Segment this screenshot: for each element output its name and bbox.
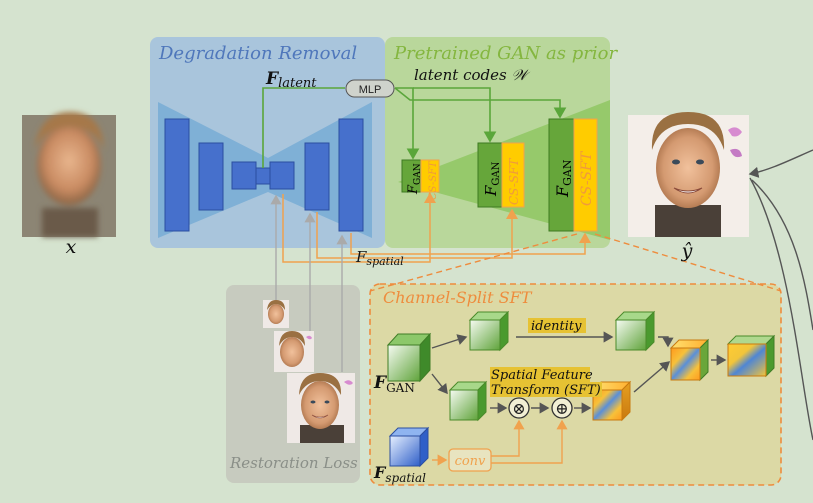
identity-to-concat-arrow bbox=[658, 336, 674, 348]
identity-label-highlight bbox=[528, 318, 586, 333]
input-face-image bbox=[22, 112, 116, 237]
sft-split-cube bbox=[448, 380, 488, 422]
concat-cube-2 bbox=[726, 334, 776, 378]
spatial-arrow-1 bbox=[282, 192, 436, 263]
unet-encoder-block-2 bbox=[198, 142, 224, 211]
mlp-to-block-3-arrow bbox=[394, 87, 567, 119]
mlp-to-block-2-arrow bbox=[413, 87, 497, 143]
cs-sft-block-2 bbox=[501, 142, 525, 208]
sft-label-line-2: Transform (SFT) bbox=[491, 383, 601, 398]
mlp-label: MLP bbox=[359, 84, 382, 96]
loss-feedback-arrow-2 bbox=[749, 177, 813, 441]
spatial-arrow-3 bbox=[350, 232, 591, 255]
f-latent-label: Flatent bbox=[265, 69, 317, 91]
output-face-image bbox=[628, 112, 749, 237]
sft-label-highlight-2 bbox=[490, 382, 602, 397]
sft-label-line-1: Spatial Feature bbox=[491, 368, 593, 383]
identity-output-cube bbox=[614, 310, 656, 352]
conv-to-add-arrow bbox=[491, 419, 568, 464]
spatial-arrow-2 bbox=[316, 208, 518, 259]
gan-block-3-label: FGAN bbox=[553, 159, 574, 198]
conv-to-multiply-arrow bbox=[491, 419, 525, 457]
loss-face-small bbox=[263, 300, 289, 328]
unet-encoder-block-3 bbox=[231, 161, 257, 190]
f-spatial-label: Fspatial bbox=[355, 248, 404, 268]
restoration-loss-title: Restoration Loss bbox=[229, 454, 358, 472]
sft-label-highlight-1 bbox=[490, 367, 590, 382]
unet-decoder-block-3 bbox=[338, 118, 364, 232]
cs-sft-label-2: CS-SFT bbox=[507, 158, 521, 205]
cs-sft-block-1 bbox=[420, 159, 440, 193]
mlp-box bbox=[345, 79, 395, 98]
identity-split-cube bbox=[468, 310, 510, 352]
split-to-identity-arrow bbox=[431, 334, 468, 349]
cs-sft-zoom-line-right bbox=[594, 233, 782, 292]
add-symbol: ⊕ bbox=[555, 399, 568, 418]
unet-bottleneck bbox=[255, 167, 271, 185]
svg-text:FGAN: FGAN bbox=[406, 163, 423, 195]
fspatial-input-cube bbox=[388, 426, 430, 468]
gan-block-2-label: FGAN bbox=[482, 161, 502, 197]
latent-codes-label: latent codes 𝒲 bbox=[414, 66, 530, 84]
gan-prior-title: Pretrained GAN as prior bbox=[393, 43, 618, 64]
conv-label: conv bbox=[455, 454, 486, 469]
multiply-operator bbox=[508, 397, 530, 419]
loss-face-large bbox=[287, 373, 355, 443]
gan-block-1-label: FGAN bbox=[406, 163, 423, 195]
svg-text:CS-SFT: CS-SFT bbox=[428, 160, 439, 200]
gan-block-3 bbox=[548, 118, 575, 232]
loss-face-medium bbox=[274, 331, 314, 372]
identity-label: identity bbox=[531, 319, 582, 334]
add-operator bbox=[551, 397, 573, 419]
gan-block-2 bbox=[477, 142, 503, 208]
loss-feedback-arrow-3 bbox=[751, 179, 813, 331]
cs-sft-zoom-line-left bbox=[369, 233, 578, 292]
split-to-sft-arrow bbox=[431, 373, 448, 395]
fgan-input-cube bbox=[386, 332, 432, 383]
input-x-label: x bbox=[66, 236, 77, 258]
svg-text:CS-SFT: CS-SFT bbox=[507, 158, 521, 205]
conv-box bbox=[448, 448, 492, 472]
multiply-symbol: ⊗ bbox=[512, 399, 525, 418]
cs-sft-block-3 bbox=[573, 118, 598, 232]
fspatial-panel-label: Fspatial bbox=[373, 463, 426, 485]
svg-text:FGAN: FGAN bbox=[482, 161, 502, 197]
loss-feedback-arrow-1 bbox=[748, 149, 813, 178]
unet-decoder-block-2 bbox=[304, 142, 330, 211]
svg-text:CS-SFT: CS-SFT bbox=[579, 150, 595, 206]
concat-cube-1 bbox=[669, 338, 710, 382]
unet-decoder-block-1 bbox=[269, 161, 295, 190]
cs-sft-label-1: CS-SFT bbox=[428, 160, 439, 200]
fgan-panel-label: FGAN bbox=[373, 373, 415, 395]
cs-sft-label-3: CS-SFT bbox=[579, 150, 595, 206]
degradation-removal-title: Degradation Removal bbox=[158, 43, 357, 64]
latent-arrow-path bbox=[262, 87, 345, 168]
unet-encoder-block-1 bbox=[164, 118, 190, 232]
svg-text:FGAN: FGAN bbox=[553, 159, 574, 198]
sft-to-concat-arrow bbox=[633, 361, 671, 393]
channel-split-sft-title: Channel-Split SFT bbox=[383, 288, 533, 307]
output-yhat-label: ŷ bbox=[681, 240, 693, 262]
